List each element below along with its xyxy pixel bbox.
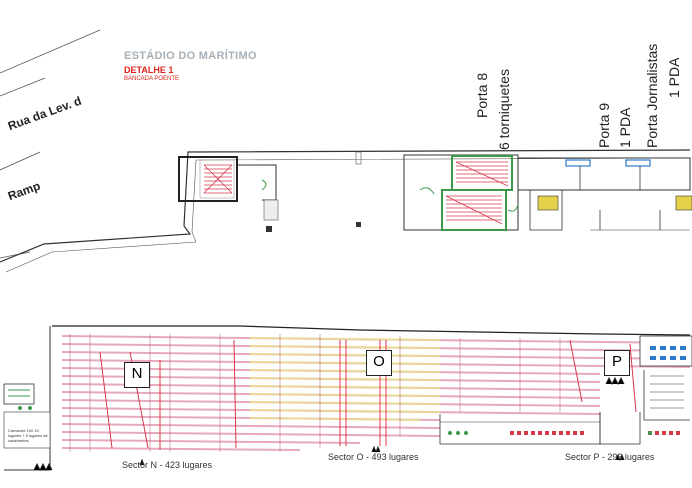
stadium-title: ESTÁDIO DO MARÍTIMO <box>124 50 257 62</box>
sector-p-caption: Sector P - 296 lugares <box>565 452 655 462</box>
concourse-inner-wall <box>5 157 691 273</box>
sector-n-marker: N <box>124 362 150 388</box>
sector-n-caption: Sector N - 423 lugares <box>122 460 213 470</box>
camarote-note: Camarote 100 10 lugares + 5 lugares de c… <box>8 428 48 443</box>
stair-core-left <box>178 156 238 202</box>
seating-rows-yellow <box>249 337 441 421</box>
front-row-seats <box>510 431 680 435</box>
boundary-line <box>0 29 101 74</box>
camarote-box <box>3 411 51 449</box>
stair-treads-gate-8 <box>445 161 509 225</box>
stand-name: BANCADA POENTE <box>124 76 180 82</box>
sector-o-caption: Sector O - 493 lugares <box>328 452 419 462</box>
sector-o-marker: O <box>366 350 392 376</box>
stand-outer-edge <box>52 325 691 336</box>
stair-treads-left <box>203 164 233 194</box>
sector-p-marker: P <box>604 350 630 376</box>
seat-ticks <box>69 334 561 452</box>
boundary-line <box>0 151 41 171</box>
turnstile-markers <box>33 376 625 472</box>
boundary-line <box>0 77 46 97</box>
boundary-line <box>0 251 31 259</box>
gate-9-block <box>517 157 691 191</box>
press-box <box>639 335 692 367</box>
detail-label: DETALHE 1 <box>124 65 174 75</box>
concourse-outer-wall <box>0 149 691 263</box>
